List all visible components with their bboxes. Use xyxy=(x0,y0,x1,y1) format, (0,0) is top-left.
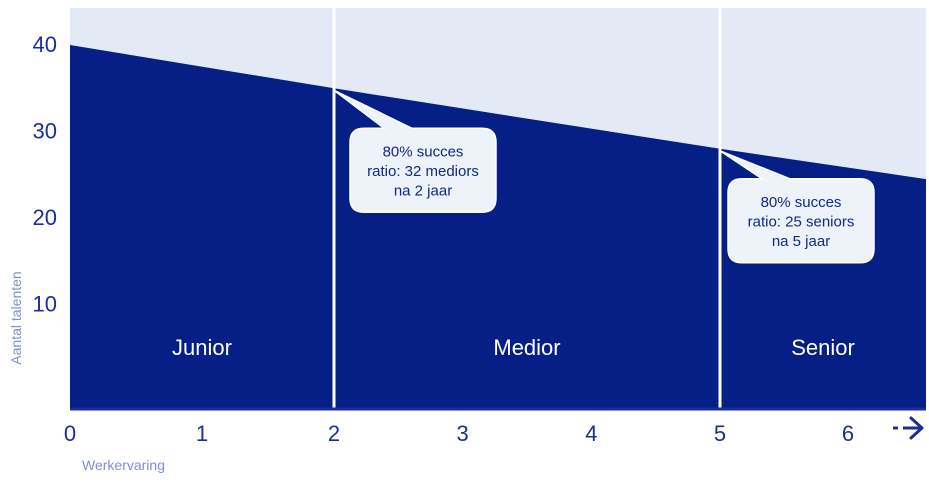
x-axis-title: Werkervaring xyxy=(82,457,165,473)
annotation-text: na 2 jaar xyxy=(394,182,452,199)
y-axis-title: Aantal talenten xyxy=(8,271,24,364)
x-tick-label: 5 xyxy=(714,421,726,446)
y-tick-label: 40 xyxy=(33,32,57,57)
x-tick-label: 0 xyxy=(64,421,76,446)
x-tick-label: 1 xyxy=(196,421,208,446)
annotation-bubble-shape xyxy=(719,150,875,264)
phase-label: Medior xyxy=(493,335,560,360)
y-tick-label: 20 xyxy=(33,205,57,230)
annotation-text: ratio: 32 mediors xyxy=(367,163,479,180)
y-tick-label: 30 xyxy=(33,119,57,144)
annotation-bubble: 80% succes ratio: 25 seniors na 5 jaar xyxy=(719,150,875,264)
annotation-text: 80% succes xyxy=(383,143,464,160)
right-arrow-icon xyxy=(893,416,924,440)
phase-label: Junior xyxy=(172,335,232,360)
phase-label: Senior xyxy=(791,335,855,360)
area-series xyxy=(70,45,926,408)
annotation-text: 80% succes xyxy=(761,194,842,211)
x-tick-label: 6 xyxy=(842,421,854,446)
annotation-bubble: 80% succes ratio: 32 mediors na 2 jaar xyxy=(333,89,497,213)
x-tick-label: 4 xyxy=(585,421,597,446)
annotation-bubble-shape xyxy=(333,89,497,213)
x-tick-label: 3 xyxy=(457,421,469,446)
y-tick-label: 10 xyxy=(33,292,57,317)
x-tick-label: 2 xyxy=(328,421,340,446)
annotation-text: na 5 jaar xyxy=(772,233,830,250)
annotation-text: ratio: 25 seniors xyxy=(748,213,855,230)
